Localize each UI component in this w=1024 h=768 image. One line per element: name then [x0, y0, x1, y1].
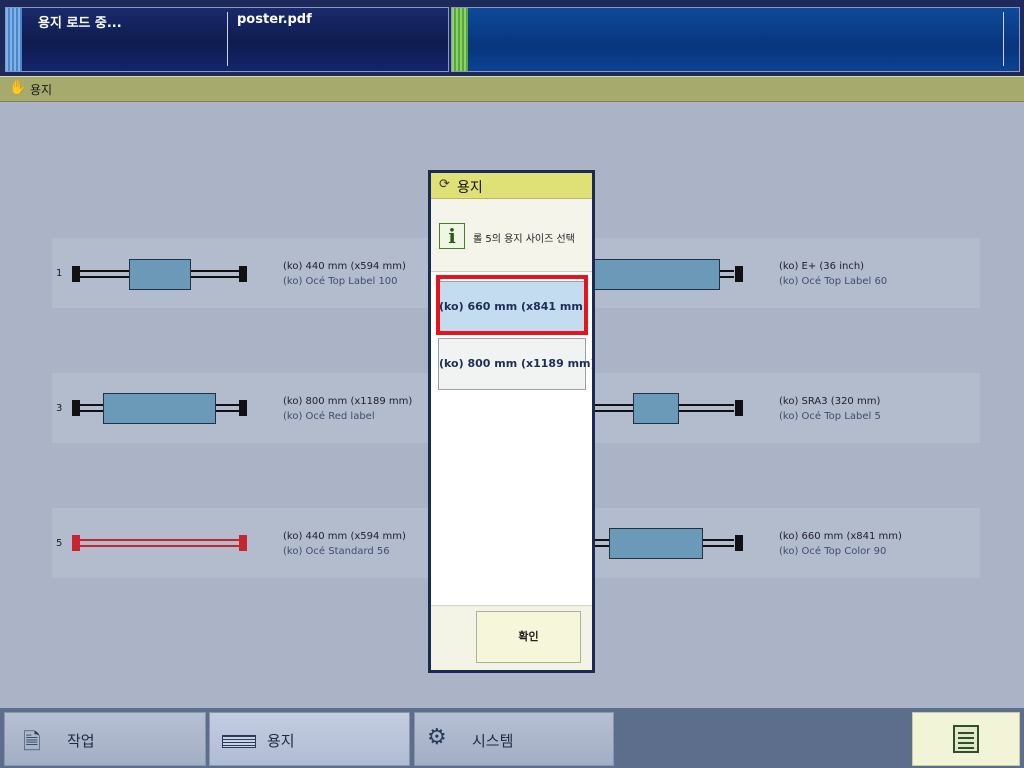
roll-size: (ko) 800 mm (x1189 mm) — [283, 396, 413, 407]
roll-number: 1 — [56, 268, 63, 279]
roll-3-info[interactable]: (ko) 800 mm (x1189 mm) (ko) Océ Red labe… — [283, 394, 412, 424]
roll-size: (ko) E+ (36 inch) — [779, 261, 865, 272]
job-name: poster.pdf — [237, 12, 312, 27]
nav-system-label: 시스템 — [472, 732, 514, 750]
nav-job-label: 작업 — [67, 732, 95, 750]
system-status-panel[interactable] — [451, 7, 1020, 72]
size-option-660[interactable]: (ko) 660 mm (x841 mm) — [438, 281, 588, 333]
job-document-icon: 🗎 — [23, 730, 41, 755]
roll-size: (ko) 440 mm (x594 mm) — [283, 261, 406, 272]
nav-paper-button[interactable]: 용지 — [209, 712, 410, 766]
roll-media: (ko) Océ Top Label 60 — [779, 276, 888, 287]
roll-media: (ko) Océ Top Label 5 — [779, 411, 881, 422]
roll-media: (ko) Océ Standard 56 — [283, 546, 390, 557]
job-status-panel[interactable]: 용지 로드 중... poster.pdf — [5, 7, 449, 72]
nav-paper-label: 용지 — [267, 732, 295, 750]
paper-stack-icon — [222, 735, 256, 748]
roll-5-graphic[interactable] — [72, 533, 248, 553]
dialog-title: 용지 — [457, 180, 483, 196]
top-status-bar: 용지 로드 중... poster.pdf — [0, 0, 1024, 76]
roll-media: (ko) Océ Top Color 90 — [779, 546, 887, 557]
roll-size: (ko) 440 mm (x594 mm) — [283, 531, 406, 542]
system-indicator-stripe — [452, 8, 468, 71]
status-indicator-stripe — [6, 8, 22, 71]
roll-size: (ko) SRA3 (320 mm) — [779, 396, 881, 407]
nav-job-button[interactable]: 🗎 작업 — [4, 712, 206, 766]
roll-1-info[interactable]: (ko) 440 mm (x594 mm) (ko) Océ Top Label… — [283, 259, 406, 289]
hand-paper-icon: ✋ — [9, 80, 27, 96]
roll-4-info[interactable]: (ko) SRA3 (320 mm) (ko) Océ Top Label 5 — [779, 394, 881, 424]
roll-size: (ko) 660 mm (x841 mm) — [779, 531, 902, 542]
roll-6-graphic[interactable] — [594, 528, 746, 559]
roll-2-graphic[interactable] — [594, 259, 746, 290]
dialog-footer: 확인 — [431, 605, 592, 670]
roll-1-graphic[interactable] — [72, 259, 248, 290]
roll-2-info[interactable]: (ko) E+ (36 inch) (ko) Océ Top Label 60 — [779, 259, 887, 289]
panel-divider — [227, 12, 228, 66]
dialog-info-text: 롤 5의 용지 사이즈 선택 — [473, 234, 575, 245]
section-title: 용지 — [30, 83, 53, 97]
roll-4-graphic[interactable] — [594, 393, 746, 424]
roll-number: 3 — [56, 403, 63, 414]
bottom-navigation: 🗎 작업 용지 ⚙ 시스템 — [0, 708, 1024, 768]
roll-media: (ko) Océ Red label — [283, 411, 375, 422]
roll-6-info[interactable]: (ko) 660 mm (x841 mm) (ko) Océ Top Color… — [779, 529, 902, 559]
confirm-button[interactable]: 확인 — [476, 611, 581, 663]
dialog-title-bar: ⟳ 용지 — [431, 173, 592, 199]
menu-button[interactable] — [912, 712, 1020, 766]
paper-size-dialog: ⟳ 용지 i 롤 5의 용지 사이즈 선택 (ko) 660 mm (x841 … — [428, 170, 596, 673]
status-text: 용지 로드 중... — [38, 16, 122, 31]
roll-3-graphic[interactable] — [72, 393, 248, 424]
size-option-800[interactable]: (ko) 800 mm (x1189 mm) — [438, 338, 596, 390]
paper-roll-icon: ⟳ — [439, 177, 450, 192]
info-icon: i — [439, 223, 465, 249]
roll-5-info[interactable]: (ko) 440 mm (x594 mm) (ko) Océ Standard … — [283, 529, 406, 559]
dialog-info-section: i 롤 5의 용지 사이즈 선택 — [431, 199, 592, 272]
nav-system-button[interactable]: ⚙ 시스템 — [414, 712, 614, 766]
gears-icon: ⚙ — [427, 725, 447, 750]
roll-media: (ko) Océ Top Label 100 — [283, 276, 398, 287]
roll-number: 5 — [56, 538, 63, 549]
panel-divider-right — [1003, 12, 1004, 66]
section-title-bar: ✋ 용지 — [0, 76, 1024, 102]
menu-icon — [953, 725, 979, 753]
